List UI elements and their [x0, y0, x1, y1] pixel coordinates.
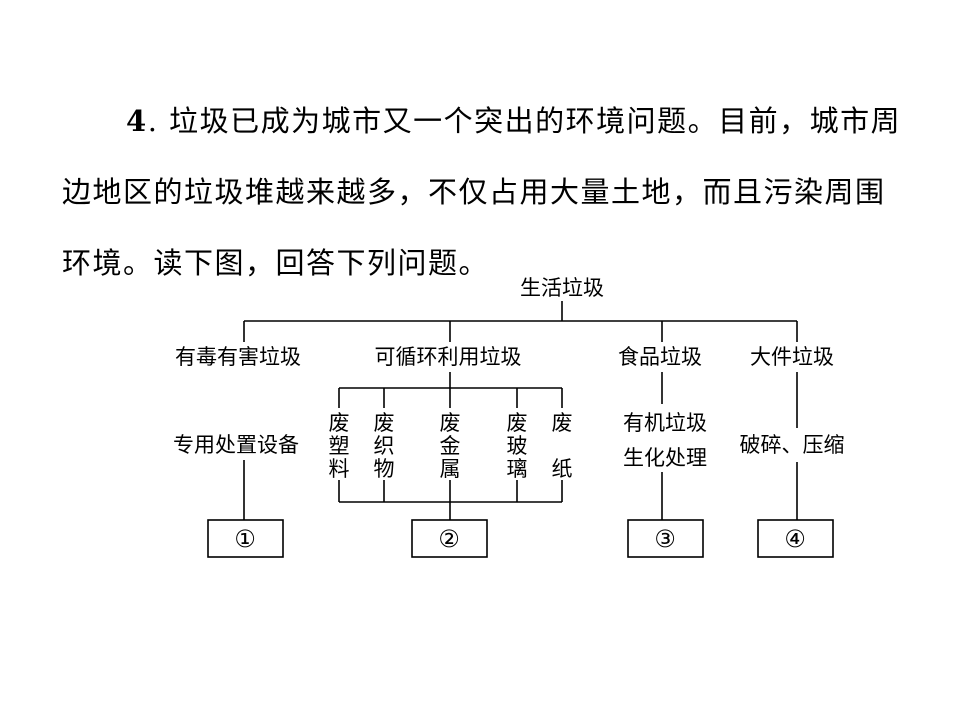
- root-label: 生活垃圾: [520, 276, 604, 300]
- category-label-food: 食品垃圾: [618, 345, 702, 369]
- connector-lines: [243, 301, 798, 520]
- question-text: 4. 垃圾已成为城市又一个突出的环境问题。目前，城市周边地区的垃圾堆越来越多，不…: [62, 86, 902, 299]
- category-label-bulky: 大件垃圾: [750, 345, 834, 369]
- category-label-toxic: 有毒有害垃圾: [175, 345, 301, 369]
- recyclable-item: 废金属: [440, 411, 461, 481]
- result-box-2: [411, 519, 488, 558]
- question-number: 4: [126, 104, 148, 138]
- treatment-food-line-2: 生化处理: [623, 446, 707, 470]
- treatment-food-line-1: 有机垃圾: [623, 411, 707, 435]
- question-body: 垃圾已成为城市又一个突出的环境问题。目前，城市周边地区的垃圾堆越来越多，不仅占用…: [62, 104, 902, 280]
- result-box-1-label: ①: [234, 525, 256, 553]
- treatment-toxic: 专用处置设备: [173, 433, 299, 457]
- question-number-suffix: .: [147, 104, 170, 138]
- recyclable-item: 废塑料: [329, 411, 350, 481]
- result-box-3-label: ③: [654, 525, 676, 553]
- result-box-1: [207, 519, 284, 558]
- treatment-bulky: 破碎、压缩: [740, 433, 845, 457]
- result-box-4-label: ④: [784, 525, 806, 553]
- result-box-4: [757, 519, 834, 558]
- recyclable-item: 废玻璃: [507, 411, 528, 481]
- recyclable-item: 废织物: [374, 411, 395, 481]
- result-box-2-label: ②: [438, 525, 460, 553]
- result-box-3: [627, 519, 704, 558]
- category-label-recyclable: 可循环利用垃圾: [375, 345, 522, 369]
- recyclable-items: 废塑料 废织物 废金属 废玻璃 废纸: [329, 411, 573, 481]
- recyclable-item: 废纸: [552, 411, 573, 481]
